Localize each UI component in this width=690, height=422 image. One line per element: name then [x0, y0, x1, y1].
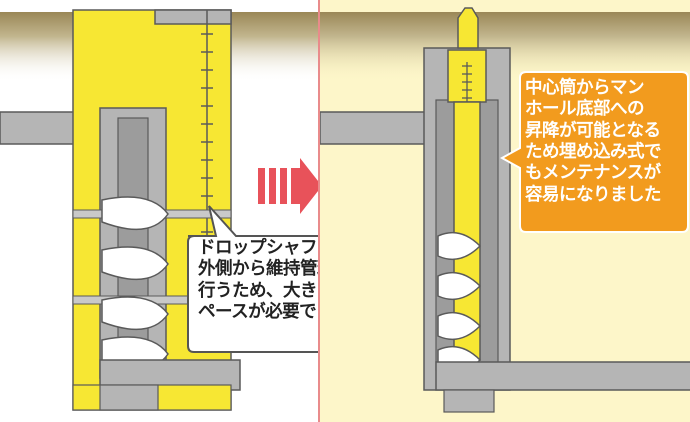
- right-diagram-svg: [320, 7, 690, 413]
- ladder-rung-icon: [462, 62, 472, 102]
- right-callout-bubble: [499, 71, 689, 233]
- left-base-block: [99, 384, 159, 411]
- right-base-block: [443, 389, 495, 413]
- right-top-fitting: [457, 7, 479, 49]
- right-callout-text: 中心筒からマン ホール底部への 昇降が可能となる ため埋め込み式で もメンテナン…: [525, 78, 662, 205]
- right-outlet-pipe: [435, 361, 690, 391]
- left-diagram-svg: [0, 9, 320, 411]
- left-callout-text: ドロップシャフトの 外側から維持管理を 行うため、大きなス ペースが必要でした: [198, 238, 320, 323]
- left-callout-bubble: [187, 205, 320, 353]
- right-inflow-pipe: [320, 111, 431, 145]
- left-panel: ドロップシャフトの 外側から維持管理を 行うため、大きなス ペースが必要でした: [0, 0, 320, 422]
- left-top-wall: [154, 9, 232, 25]
- transition-arrow-icon: [258, 158, 320, 214]
- right-panel: 中心筒からマン ホール底部への 昇降が可能となる ため埋め込み式で もメンテナン…: [318, 0, 690, 422]
